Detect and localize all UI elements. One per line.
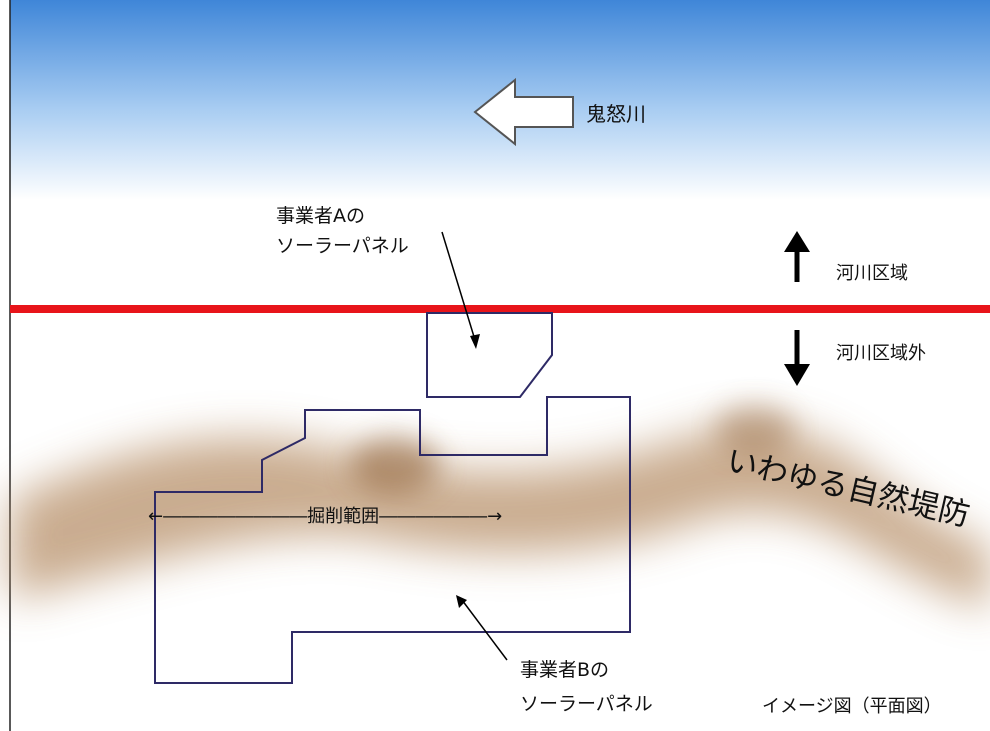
river-flow-arrow-icon: [473, 77, 574, 147]
operator-b-label-line1: 事業者Bの: [520, 659, 609, 681]
arrow-down-icon: [784, 330, 810, 386]
operator-a-panel-outline: [426, 312, 553, 398]
operator-a-label: 事業者Aの ソーラーパネル: [276, 205, 409, 257]
operator-b-label-line2: ソーラーパネル: [520, 693, 653, 715]
diagram-caption: イメージ図（平面図）: [762, 696, 942, 717]
operator-a-pointer: [441, 231, 480, 349]
arrow-up-icon: [784, 231, 810, 282]
river-label: 鬼怒川: [586, 102, 646, 126]
operator-b-panel-outline: [154, 396, 631, 684]
zone-outside-label: 河川区域外: [836, 343, 926, 364]
excavation-range-label: ←――――――――掘削範囲――――――→: [148, 506, 502, 527]
zone-inside-label: 河川区域: [836, 263, 908, 284]
operator-a-label-line1: 事業者Aの: [276, 205, 365, 227]
natural-levee: [10, 405, 990, 610]
operator-a-label-line2: ソーラーパネル: [276, 235, 409, 257]
operator-b-label: 事業者Bの ソーラーパネル: [520, 659, 653, 715]
operator-b-pointer: [456, 595, 508, 661]
